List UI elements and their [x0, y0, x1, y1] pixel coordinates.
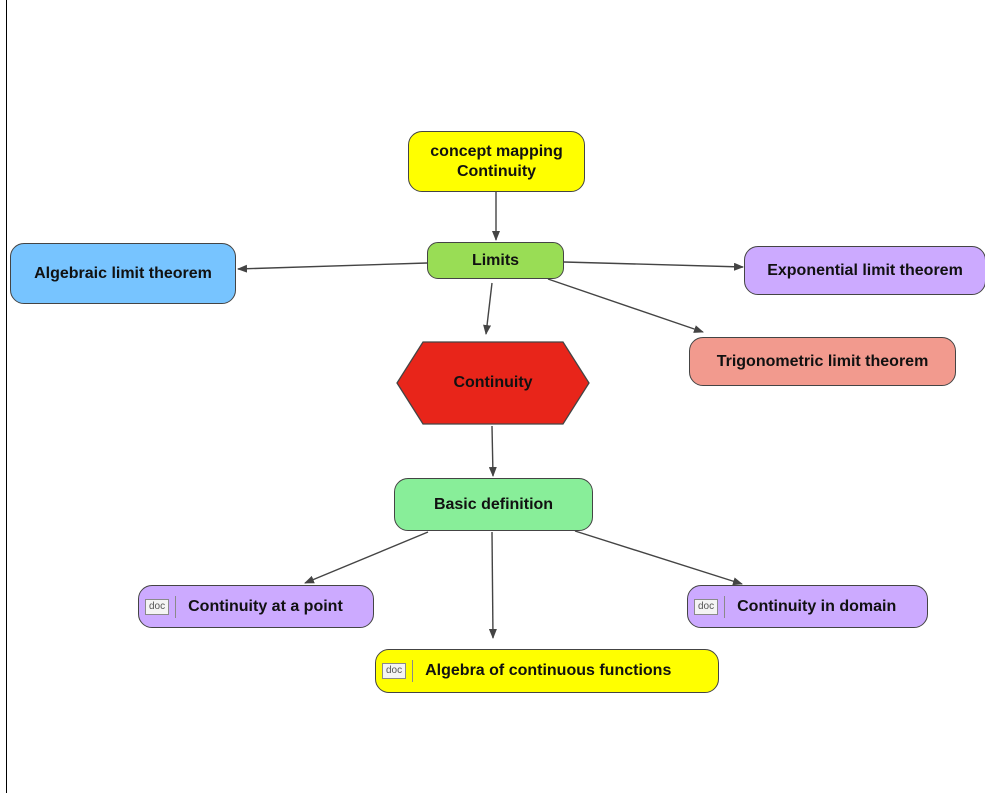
node-root-line1: concept mapping [430, 142, 563, 160]
doc-attachment-icon[interactable]: doc [382, 663, 407, 679]
edge-limits-to-exponential [563, 261, 744, 271]
node-trigonometric-limit-theorem[interactable]: Trigonometric limit theorem [689, 337, 956, 386]
node-basic-label: Basic definition [433, 495, 554, 513]
edge-basic_definition-to-continuity_point [304, 531, 429, 584]
left-border-line [6, 0, 7, 793]
node-trigonometric-label: Trigonometric limit theorem [716, 352, 929, 370]
doc-separator [724, 595, 726, 618]
node-domain-label: Continuity in domain [737, 597, 897, 615]
hexagon-shape [396, 341, 590, 425]
edge-limits-to-continuity [483, 282, 493, 335]
node-continuity[interactable]: Continuity [396, 341, 590, 425]
node-root-line2: Continuity [456, 162, 537, 180]
node-basic-definition[interactable]: Basic definition [394, 478, 593, 531]
node-point-label: Continuity at a point [188, 597, 343, 615]
doc-separator [412, 660, 414, 682]
edge-basic_definition-to-continuity_domain [574, 530, 743, 586]
edge-limits-to-algebraic [237, 262, 428, 273]
edge-continuity-to-basic_definition [488, 425, 497, 477]
doc-separator [175, 595, 177, 618]
node-continuity-in-domain[interactable]: doc Continuity in domain [687, 585, 928, 628]
node-algebraic-label: Algebraic limit theorem [34, 264, 212, 282]
edge-limits-to-trigonometric [547, 278, 704, 333]
node-algebra-of-continuous-functions[interactable]: doc Algebra of continuous functions [375, 649, 719, 693]
node-exponential-label: Exponential limit theorem [767, 261, 963, 279]
node-algebra-label: Algebra of continuous functions [425, 662, 672, 679]
node-limits[interactable]: Limits [427, 242, 564, 279]
doc-attachment-icon[interactable]: doc [145, 598, 170, 615]
node-concept-mapping-continuity[interactable]: concept mapping Continuity [408, 131, 585, 192]
node-continuity-label: Continuity [453, 374, 533, 391]
node-limits-label: Limits [471, 251, 520, 269]
node-continuity-at-a-point[interactable]: doc Continuity at a point [138, 585, 374, 628]
doc-attachment-icon[interactable]: doc [694, 598, 719, 615]
node-exponential-limit-theorem[interactable]: Exponential limit theorem [744, 246, 985, 295]
node-algebraic-limit-theorem[interactable]: Algebraic limit theorem [10, 243, 236, 304]
edge-basic_definition-to-algebra_functions [488, 531, 497, 639]
